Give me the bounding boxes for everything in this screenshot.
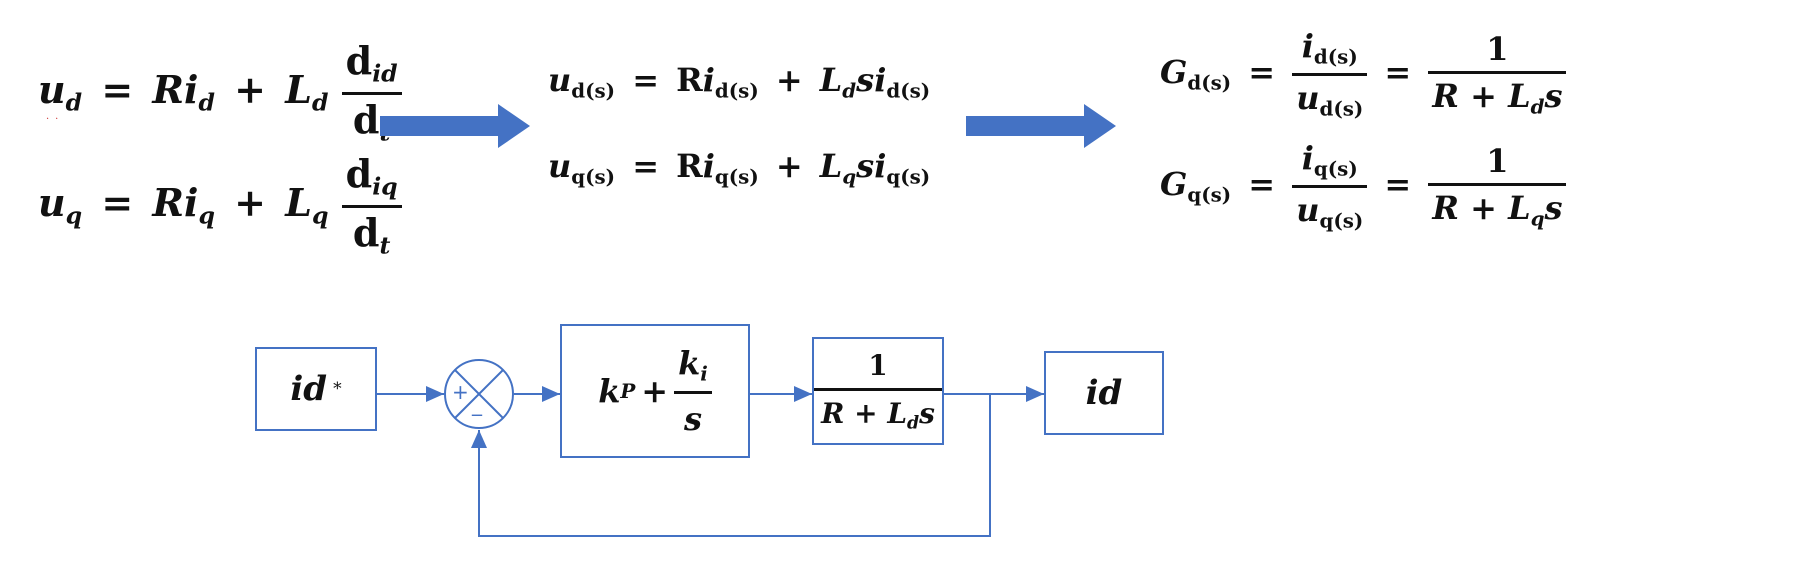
sum-plus-sign: +: [452, 380, 469, 404]
equation-ud-time: ud = Rid + Ld did dt: [38, 42, 402, 145]
transfer-function-q: Gq(s) = iq(s) uq(s) = 1 R + Lqs: [1160, 142, 1567, 231]
sum-minus-sign: _: [472, 392, 482, 416]
summing-junction: [444, 359, 514, 429]
transfer-function-d: Gd(s) = id(s) ud(s) = 1 R + Lds: [1160, 30, 1567, 119]
stray-dots: ··: [46, 114, 65, 125]
equation-ud-laplace: ud(s) = Rid(s) + Ldsid(s): [548, 61, 931, 103]
plant-block[interactable]: 1 R + Lds: [812, 337, 944, 445]
equation-uq-time: uq = Riq + Lq diq dt: [38, 155, 402, 258]
equation-uq-laplace: uq(s) = Riq(s) + Lqsiq(s): [548, 147, 931, 189]
wire-feedback: [471, 394, 991, 537]
arrow-right-icon: [380, 104, 530, 148]
reference-block[interactable]: id*: [255, 347, 377, 431]
derivative-fraction-d: did dt: [341, 42, 402, 145]
output-block[interactable]: id: [1044, 351, 1164, 435]
derivative-fraction-q: diq dt: [341, 155, 402, 258]
arrow-right-icon: [966, 104, 1116, 148]
